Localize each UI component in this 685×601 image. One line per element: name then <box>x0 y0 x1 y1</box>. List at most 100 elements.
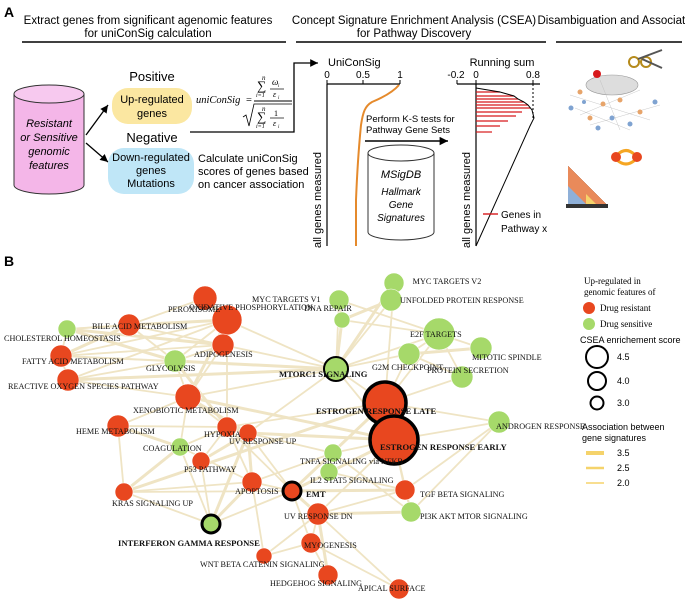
network-edge <box>263 513 319 557</box>
plot2-tick-08: 0.8 <box>526 70 540 81</box>
network-nodes <box>49 272 511 600</box>
node-pi3k-akt-mtor-signaling <box>400 501 422 523</box>
calc-text-1: Calculate uniConSig <box>198 153 298 165</box>
svg-text:∑: ∑ <box>257 78 266 93</box>
svg-text:ε: ε <box>273 119 277 128</box>
network-edge <box>128 324 224 346</box>
network-edge <box>341 319 440 335</box>
node-androgen-response <box>487 410 511 434</box>
node-peroxisome <box>192 285 218 311</box>
disambiguation-network-thumbnail <box>568 49 663 131</box>
network-edge <box>338 299 440 335</box>
legend-csea-45-label: 4.5 <box>617 352 630 362</box>
network-edge <box>291 488 406 493</box>
svg-text:1: 1 <box>274 109 278 118</box>
node-hedgehog-signaling <box>317 564 339 586</box>
plot2-tick-0: 0 <box>473 70 479 81</box>
node-emt <box>281 480 303 502</box>
legend-assoc-35-label: 3.5 <box>617 448 630 458</box>
arrow-to-positive <box>85 104 109 136</box>
arrow-to-uniconsig <box>190 59 318 133</box>
panel-b-label: B <box>4 253 14 269</box>
svg-text:∑: ∑ <box>257 109 266 124</box>
down-box-line2: genes <box>136 165 166 177</box>
node-label-bile-acid-metabolism: BILE ACID METABOLISM <box>92 322 188 331</box>
node-g2m-checkpoint <box>397 342 421 366</box>
network-edge <box>187 368 337 398</box>
svg-text:i: i <box>278 84 280 89</box>
scissors-icon <box>628 49 663 69</box>
node-label-kras-signaling-up: KRAS SIGNALING UP <box>112 499 193 508</box>
uniconsig-label: UniConSig <box>328 57 381 69</box>
node-label-uv-response-dn: UV RESPONSE DN <box>284 512 353 521</box>
network-edge <box>328 471 406 491</box>
legend-title-1: Up-regulated in <box>584 276 641 286</box>
arrow-to-negative <box>85 142 109 163</box>
plot2-tick-neg: -0.2 <box>447 70 465 81</box>
network-edge <box>123 401 386 494</box>
node-apical-surface <box>388 578 410 600</box>
node-uv-response-up <box>238 423 258 443</box>
legend-csea-30 <box>589 395 605 411</box>
node-label-coagulation: COAGULATION <box>143 444 202 453</box>
svg-text:uniConSig: uniConSig <box>196 95 240 106</box>
network-edge <box>317 489 406 515</box>
down-box-line3: Mutations <box>127 178 175 190</box>
network-edge <box>247 432 334 454</box>
legend-csea-45 <box>585 345 609 369</box>
node-interferon-gamma-response <box>200 513 222 535</box>
network-edge <box>128 297 206 326</box>
down-box-line1: Down-regulated <box>112 152 190 164</box>
section1-title-line2: for uniConSig calculation <box>84 28 211 40</box>
node-label-oxidative-phosphorylation: OXIDATIVE PHOSPHORYLATION <box>189 303 313 312</box>
network-edge <box>410 421 500 513</box>
ks-text-2: Pathway Gene Sets <box>366 125 450 136</box>
up-regulated-box <box>112 88 192 124</box>
node-label-androgen-response: ANDROGEN RESPONSE <box>496 422 585 431</box>
network-edge <box>226 319 337 370</box>
network-edge <box>251 452 334 483</box>
svg-text:i: i <box>278 125 280 130</box>
network-legend: Up-regulated in genomic features of Drug… <box>580 276 681 488</box>
uniconsig-formula: uniConSig = n ∑ i=1 ω i ε i n ∑ i=1 1 ε … <box>196 74 292 130</box>
node-label-myc-targets-v1: MYC TARGETS V1 <box>252 295 321 304</box>
node-label-fatty-acid-metabolism: FATTY ACID METABOLISM <box>22 357 124 366</box>
node-adipogenesis <box>211 333 235 357</box>
genomic-features-cylinder: Resistant or Sensitive genomic features <box>13 84 85 195</box>
node-label-protein-secretion: PROTEIN SECRETION <box>427 366 509 375</box>
positive-label: Positive <box>129 69 175 84</box>
node-label-pi3k-akt-mtor-signaling: PI3K AKT MTOR SIGNALING <box>420 512 528 521</box>
network-edge <box>67 379 189 398</box>
msigdb-text-3: Gene <box>389 200 414 211</box>
network-edge <box>335 299 392 370</box>
node-label-reactive-oxygen-species-pathway: REACTIVE OXYGEN SPECIES PATHWAY <box>8 382 159 391</box>
uniconsig-curve <box>355 84 400 246</box>
node-label-uv-response-up: UV RESPONSE UP <box>229 437 297 446</box>
network-edge <box>226 402 386 428</box>
legend-resistant-swatch <box>583 302 595 314</box>
node-label-dna-repair: DNA REPAIR <box>304 304 352 313</box>
legend-csea-title: CSEA enrichement score <box>580 335 681 345</box>
node-mtorc1-signaling <box>323 356 349 382</box>
network-edge <box>179 446 212 525</box>
network-edge <box>404 421 500 491</box>
running-sum-label: Running sum <box>470 57 535 69</box>
svg-text:i=1: i=1 <box>256 93 265 99</box>
node-coagulation <box>170 437 190 457</box>
calc-text-2: scores of genes based <box>198 166 309 178</box>
node-hypoxia <box>216 416 238 438</box>
network-edge <box>209 432 250 525</box>
cylinder-text-1: Resistant <box>26 118 73 130</box>
network-edge <box>60 323 130 358</box>
section3-title-line1: Disambiguation and Association <box>537 15 685 27</box>
network-edge <box>67 367 337 382</box>
node-il2-stat5-signaling <box>319 462 339 482</box>
node-myogenesis <box>300 532 322 554</box>
section2-title-line2: for Pathway Discovery <box>357 28 472 40</box>
network-edge <box>66 327 176 363</box>
node-tgf-beta-signaling <box>394 479 416 501</box>
msigdb-text-1: MSigDB <box>381 169 421 181</box>
node-label-heme-metabolism: HEME METABOLISM <box>76 427 155 436</box>
network-edge <box>210 490 293 525</box>
